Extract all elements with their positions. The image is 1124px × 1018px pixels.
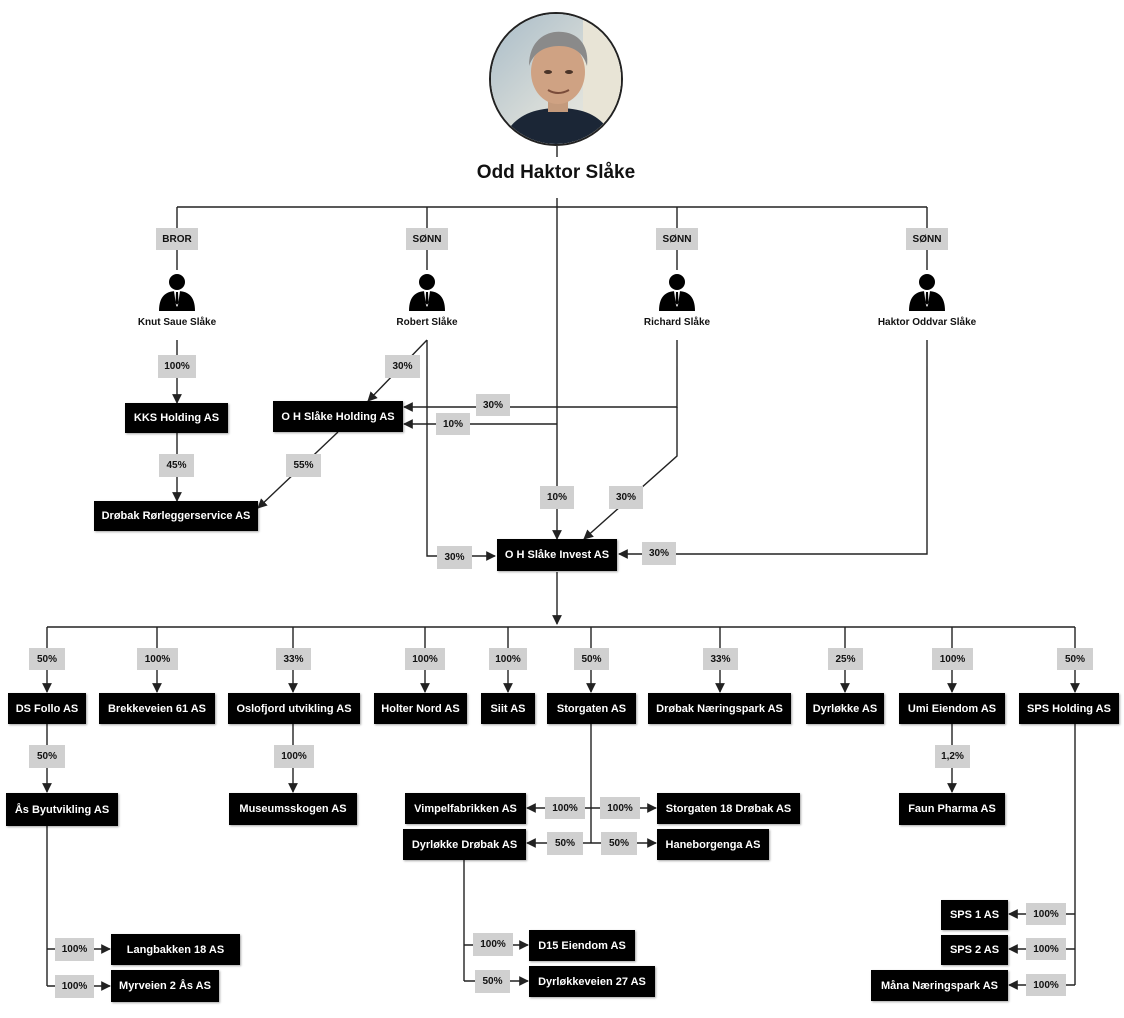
stake-tag: 100% — [55, 975, 94, 998]
company-as-byutvikling[interactable]: Ås Byutvikling AS — [6, 793, 118, 826]
stake-tag: 50% — [574, 648, 609, 670]
stake-tag: 30% — [437, 546, 472, 569]
relation-tag-sonn-haktor: SØNN — [906, 228, 948, 250]
stake-tag: 50% — [1057, 648, 1093, 670]
company-oh-slake-invest[interactable]: O H Slåke Invest AS — [497, 539, 617, 571]
company-storgaten-18-drobak[interactable]: Storgaten 18 Drøbak AS — [657, 793, 800, 824]
stake-tag: 30% — [642, 542, 676, 565]
stake-tag: 100% — [473, 933, 513, 956]
stake-tag: 1,2% — [935, 745, 970, 768]
company-dyrlokke-drobak[interactable]: Dyrløkke Drøbak AS — [403, 829, 526, 860]
owner-name: Odd Haktor Slåke — [476, 162, 636, 183]
company-siit[interactable]: Siit AS — [481, 693, 535, 724]
stake-tag: 100% — [158, 355, 196, 378]
stake-tag: 50% — [601, 832, 637, 855]
stake-tag: 50% — [29, 745, 65, 768]
person-name-robert[interactable]: Robert Slåke — [396, 317, 458, 328]
stake-tag: 100% — [932, 648, 973, 670]
stake-tag: 50% — [475, 970, 510, 993]
person-name-richard[interactable]: Richard Slåke — [643, 317, 711, 328]
relation-tag-sonn-robert: SØNN — [406, 228, 448, 250]
company-brekkeveien-61[interactable]: Brekkeveien 61 AS — [99, 693, 215, 724]
portrait-image — [491, 14, 621, 144]
stake-tag: 10% — [436, 413, 470, 435]
company-drobak-rorleggerservice[interactable]: Drøbak Rørleggerservice AS — [94, 501, 258, 531]
stake-tag: 45% — [159, 454, 194, 477]
company-holter-nord[interactable]: Holter Nord AS — [374, 693, 467, 724]
relation-tag-sonn-richard: SØNN — [656, 228, 698, 250]
company-dyrlokkeveien-27[interactable]: Dyrløkkeveien 27 AS — [529, 966, 655, 997]
company-storgaten[interactable]: Storgaten AS — [547, 693, 636, 724]
company-sps-2[interactable]: SPS 2 AS — [941, 935, 1008, 965]
company-d15-eiendom[interactable]: D15 Eiendom AS — [529, 930, 635, 961]
stake-tag: 100% — [1026, 903, 1066, 925]
company-haneborgenga[interactable]: Haneborgenga AS — [657, 829, 769, 860]
stake-tag: 55% — [286, 454, 321, 477]
company-langbakken-18[interactable]: Langbakken 18 AS — [111, 934, 240, 965]
company-oh-slake-holding[interactable]: O H Slåke Holding AS — [273, 401, 403, 432]
company-umi-eiendom[interactable]: Umi Eiendom AS — [899, 693, 1005, 724]
stake-tag: 100% — [55, 938, 94, 961]
stake-tag: 10% — [540, 486, 574, 509]
stake-tag: 100% — [405, 648, 445, 670]
stake-tag: 100% — [600, 797, 640, 819]
company-kks-holding[interactable]: KKS Holding AS — [125, 403, 228, 433]
relation-tag-bror: BROR — [156, 228, 198, 250]
person-icon — [659, 274, 695, 311]
stake-tag: 100% — [1026, 974, 1066, 996]
stake-tag: 30% — [476, 394, 510, 416]
stake-tag: 50% — [29, 648, 65, 670]
stake-tag: 30% — [609, 486, 643, 509]
stake-tag: 33% — [276, 648, 311, 670]
company-oslofjord-utvikling[interactable]: Oslofjord utvikling AS — [228, 693, 360, 724]
stake-tag: 25% — [828, 648, 863, 670]
stake-tag: 100% — [1026, 938, 1066, 960]
person-name-haktor[interactable]: Haktor Oddvar Slåke — [877, 317, 977, 328]
stake-tag: 30% — [385, 355, 420, 378]
company-myrveien-2-as[interactable]: Myrveien 2 Ås AS — [111, 970, 219, 1002]
company-sps-holding[interactable]: SPS Holding AS — [1019, 693, 1119, 724]
company-mana-naeringspark[interactable]: Måna Næringspark AS — [871, 970, 1008, 1001]
company-vimpelfabrikken[interactable]: Vimpelfabrikken AS — [405, 793, 526, 824]
person-name-knut[interactable]: Knut Saue Slåke — [137, 317, 217, 328]
person-icon — [909, 274, 945, 311]
person-icon — [159, 274, 195, 311]
stake-tag: 100% — [274, 745, 314, 768]
stake-tag: 100% — [545, 797, 585, 819]
stake-tag: 100% — [489, 648, 527, 670]
owner-avatar[interactable] — [489, 12, 623, 146]
company-faun-pharma[interactable]: Faun Pharma AS — [899, 793, 1005, 825]
stake-tag: 100% — [137, 648, 178, 670]
company-ds-follo[interactable]: DS Follo AS — [8, 693, 86, 724]
company-museumsskogen[interactable]: Museumsskogen AS — [229, 793, 357, 825]
stake-tag: 33% — [703, 648, 738, 670]
person-icon — [409, 274, 445, 311]
company-sps-1[interactable]: SPS 1 AS — [941, 900, 1008, 930]
company-dyrlokke[interactable]: Dyrløkke AS — [806, 693, 884, 724]
stake-tag: 50% — [547, 832, 583, 855]
company-drobak-naeringspark[interactable]: Drøbak Næringspark AS — [648, 693, 791, 724]
